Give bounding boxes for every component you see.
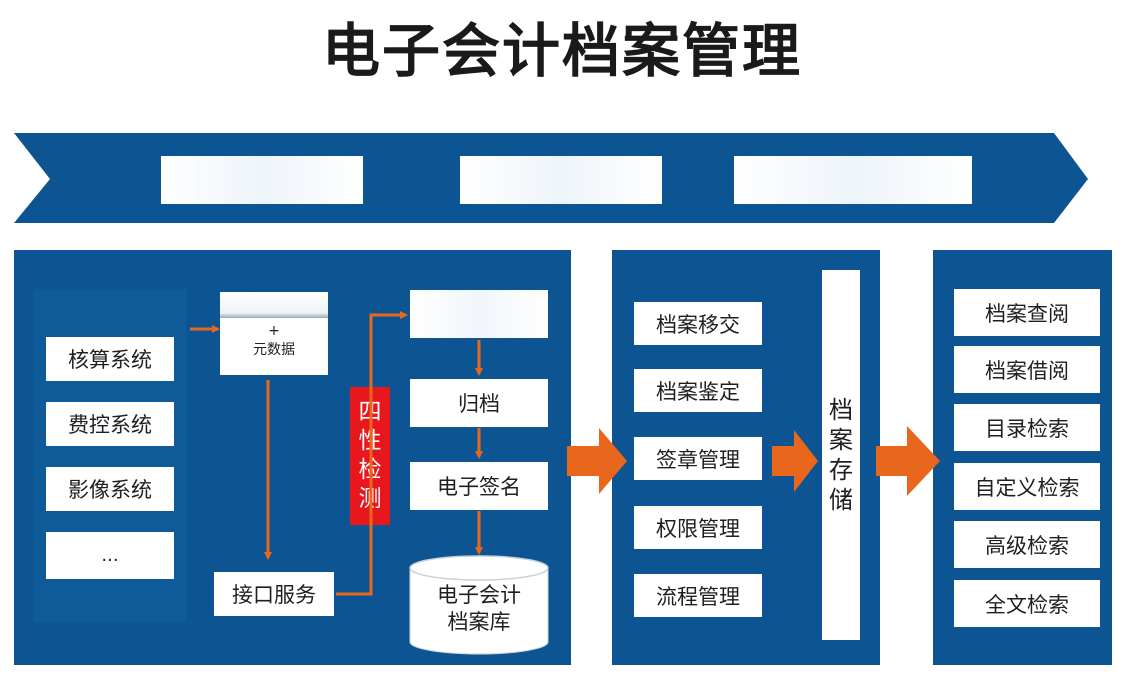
source-accounting-system: 核算系统: [46, 337, 174, 381]
metadata-label: 元数据: [253, 342, 295, 358]
mgmt-permission: 权限管理: [634, 506, 762, 549]
repository-label: 电子会计 档案库: [410, 582, 548, 636]
use-custom-search: 自定义检索: [954, 463, 1100, 510]
repository-label-line1: 电子会计: [437, 583, 521, 607]
mgmt-transfer: 档案移交: [634, 302, 762, 345]
mgmt-seal: 签章管理: [634, 437, 762, 480]
repository-label-line2: 档案库: [447, 610, 511, 634]
storage-char-4: 储: [829, 486, 853, 514]
band-stage-3: [734, 156, 972, 204]
mgmt-workflow: 流程管理: [634, 574, 762, 617]
arrow-interface-to-process: [336, 311, 408, 596]
band-stage-1: [161, 156, 363, 204]
metadata-box: + 元数据: [220, 292, 328, 375]
storage-char-2: 案: [829, 426, 853, 454]
storage-char-1: 档: [829, 396, 853, 424]
e-signature-box: 电子签名: [410, 462, 548, 510]
use-catalog-search: 目录检索: [954, 404, 1100, 451]
band-stage-2: [460, 156, 662, 204]
use-borrow: 档案借阅: [954, 346, 1100, 393]
storage-char-3: 存: [829, 456, 853, 484]
metadata-header: [220, 292, 328, 318]
use-fulltext-search: 全文检索: [954, 580, 1100, 627]
interface-service-box: 接口服务: [214, 572, 334, 616]
source-more: ...: [46, 532, 174, 579]
big-arrow-management-to-storage: [772, 430, 818, 492]
mgmt-appraisal: 档案鉴定: [634, 369, 762, 412]
process-input-box: [410, 290, 548, 338]
use-advanced-search: 高级检索: [954, 521, 1100, 568]
source-expense-system: 费控系统: [46, 402, 174, 446]
archive-storage: 档 案 存 储: [822, 270, 860, 640]
archive-box: 归档: [410, 379, 548, 427]
page-title: 电子会计档案管理: [321, 17, 802, 85]
big-arrow-collection-to-management: [567, 428, 627, 494]
source-image-system: 影像系统: [46, 467, 174, 511]
use-consult: 档案查阅: [954, 289, 1100, 336]
repository-cylinder: [409, 555, 549, 655]
big-arrow-storage-to-utilization: [876, 426, 940, 496]
metadata-plus: +: [268, 323, 280, 339]
